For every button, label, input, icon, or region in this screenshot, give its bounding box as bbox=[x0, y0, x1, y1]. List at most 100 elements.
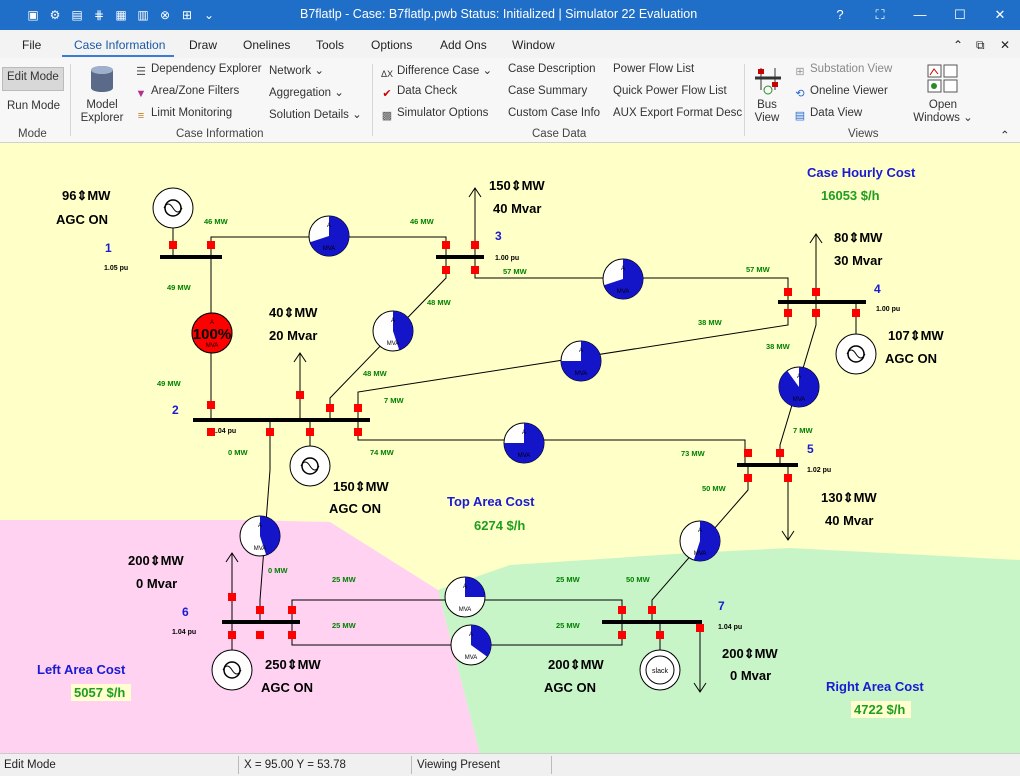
area-zone-filters-button[interactable]: ▼Area/Zone Filters bbox=[134, 85, 240, 101]
oneline-viewer-button[interactable]: ⟲Oneline Viewer bbox=[793, 85, 887, 101]
group-separator bbox=[70, 64, 71, 136]
generator bbox=[152, 187, 194, 257]
flow-label: 38 MW bbox=[698, 318, 723, 327]
data-view-label: Data View bbox=[810, 107, 863, 119]
bus-number: 5 bbox=[807, 442, 814, 456]
contour-icon[interactable]: ▦ bbox=[115, 8, 127, 22]
simulator-options-button[interactable]: ▩Simulator Options bbox=[380, 107, 489, 123]
agc-status: AGC ON bbox=[885, 351, 937, 366]
pie-amp-unit: A bbox=[327, 223, 331, 229]
tab-draw[interactable]: Draw bbox=[189, 38, 218, 52]
open-windows-button[interactable]: Open Windows ⌄ bbox=[913, 99, 973, 125]
load-mw: 40⇕MW bbox=[269, 305, 318, 320]
status-viewing: Viewing Present bbox=[417, 759, 500, 771]
tab-onelines[interactable]: Onelines bbox=[243, 38, 291, 52]
group-label-case-data: Case Data bbox=[532, 128, 587, 140]
case-description-button[interactable]: Case Description bbox=[508, 63, 596, 75]
load-mw: 150⇕MW bbox=[489, 178, 545, 193]
substation-icon: ⊞ bbox=[795, 66, 805, 78]
tab-window[interactable]: Window bbox=[512, 38, 555, 52]
flow-label: 50 MW bbox=[702, 484, 727, 493]
oneline-icon[interactable]: ⋕ bbox=[93, 8, 105, 22]
breaker bbox=[471, 266, 479, 274]
pie-fill bbox=[310, 215, 350, 256]
dependency-explorer-button[interactable]: ☰Dependency Explorer bbox=[134, 63, 262, 79]
breaker bbox=[784, 474, 792, 482]
breaker bbox=[228, 631, 236, 639]
breaker bbox=[744, 474, 752, 482]
dependency-icon: ☰ bbox=[136, 66, 146, 78]
network-dropdown[interactable]: Network ⌄ bbox=[269, 63, 324, 77]
bus-view-button[interactable]: Bus View bbox=[754, 99, 780, 124]
abort-icon[interactable]: ⊗ bbox=[159, 8, 171, 22]
custom-case-info-button[interactable]: Custom Case Info bbox=[508, 107, 601, 119]
agc-status: AGC ON bbox=[56, 212, 108, 227]
bus-voltage: 1.00 pu bbox=[495, 255, 519, 262]
pie-mva-unit: MVA bbox=[254, 546, 267, 552]
substation-view-button[interactable]: ⊞Substation View bbox=[793, 63, 892, 79]
breaker bbox=[306, 428, 314, 436]
data-view-button[interactable]: ▤Data View bbox=[793, 107, 862, 123]
edit-mode-button[interactable]: Edit Mode bbox=[7, 71, 59, 83]
model-explorer-button[interactable]: Model Explorer bbox=[80, 99, 124, 124]
aggregation-dropdown[interactable]: Aggregation ⌄ bbox=[269, 85, 344, 99]
bus-voltage: 1.04 pu bbox=[172, 629, 196, 636]
limit-monitoring-button[interactable]: ≡Limit Monitoring bbox=[134, 107, 232, 123]
flow-label: 25 MW bbox=[332, 621, 357, 630]
tab-case-information[interactable]: Case Information bbox=[74, 38, 166, 52]
flow-label: 7 MW bbox=[384, 396, 405, 405]
tab-tools[interactable]: Tools bbox=[316, 38, 345, 52]
breaker bbox=[442, 241, 450, 249]
qat-dropdown-icon[interactable]: ⌄ bbox=[203, 8, 215, 22]
tools-icon[interactable]: ⊞ bbox=[181, 8, 193, 22]
difference-case-icon: ΔX bbox=[380, 69, 393, 79]
solution-details-dropdown[interactable]: Solution Details ⌄ bbox=[269, 107, 362, 121]
tab-add-ons[interactable]: Add Ons bbox=[440, 38, 487, 52]
case-summary-button[interactable]: Case Summary bbox=[508, 85, 588, 97]
fullscreen-button[interactable]: ⛶ bbox=[875, 7, 885, 22]
restore-doc-icon[interactable]: ⧉ bbox=[976, 38, 985, 52]
breaker bbox=[354, 404, 362, 412]
solution-details-label: Solution Details bbox=[269, 109, 349, 121]
calculator-icon[interactable]: ▥ bbox=[137, 8, 149, 22]
breaker bbox=[207, 241, 215, 249]
save-icon[interactable]: ▤ bbox=[71, 8, 83, 22]
ribbon-collapse-icon[interactable]: ⌃ bbox=[1000, 130, 1010, 142]
breaker bbox=[256, 606, 264, 614]
generator: slack bbox=[639, 622, 681, 691]
pie-mva-unit: MVA bbox=[575, 371, 588, 377]
quick-power-flow-list-button[interactable]: Quick Power Flow List bbox=[613, 85, 727, 97]
data-check-button[interactable]: ✔Data Check bbox=[380, 85, 457, 101]
minimize-button[interactable]: — bbox=[913, 7, 927, 22]
help-button[interactable]: ? bbox=[836, 7, 844, 22]
aux-export-format-button[interactable]: AUX Export Format Desc bbox=[613, 107, 743, 119]
pie-fill bbox=[561, 341, 601, 381]
bus-view-icon[interactable] bbox=[753, 64, 783, 96]
ribbon-collapse-icon[interactable]: ⌃ bbox=[953, 38, 964, 52]
close-doc-icon[interactable]: ✕ bbox=[1000, 38, 1011, 52]
open-windows-icon[interactable] bbox=[927, 64, 959, 94]
run-mode-button[interactable]: Run Mode bbox=[7, 100, 61, 112]
solve-icon[interactable]: ⚙ bbox=[49, 8, 61, 22]
model-explorer-icon[interactable] bbox=[88, 64, 116, 94]
close-button[interactable]: ✕ bbox=[994, 7, 1006, 22]
maximize-button[interactable]: ☐ bbox=[954, 7, 966, 22]
tab-options[interactable]: Options bbox=[371, 38, 413, 52]
breakers bbox=[169, 241, 860, 639]
pie-amp-unit: A bbox=[469, 632, 473, 638]
flow-label: 25 MW bbox=[332, 575, 357, 584]
app-menu-icon[interactable]: ▣ bbox=[27, 8, 39, 22]
data-check-icon: ✔ bbox=[382, 88, 392, 100]
bus-number: 1 bbox=[105, 241, 112, 255]
breaker bbox=[266, 428, 274, 436]
window-controls: ? ⛶ — ☐ ✕ bbox=[820, 0, 1020, 30]
power-flow-list-button[interactable]: Power Flow List bbox=[613, 63, 695, 75]
tab-file[interactable]: File bbox=[22, 38, 42, 52]
breaker bbox=[207, 428, 215, 436]
filter-icon: ▼ bbox=[135, 88, 147, 100]
status-divider bbox=[411, 756, 412, 774]
